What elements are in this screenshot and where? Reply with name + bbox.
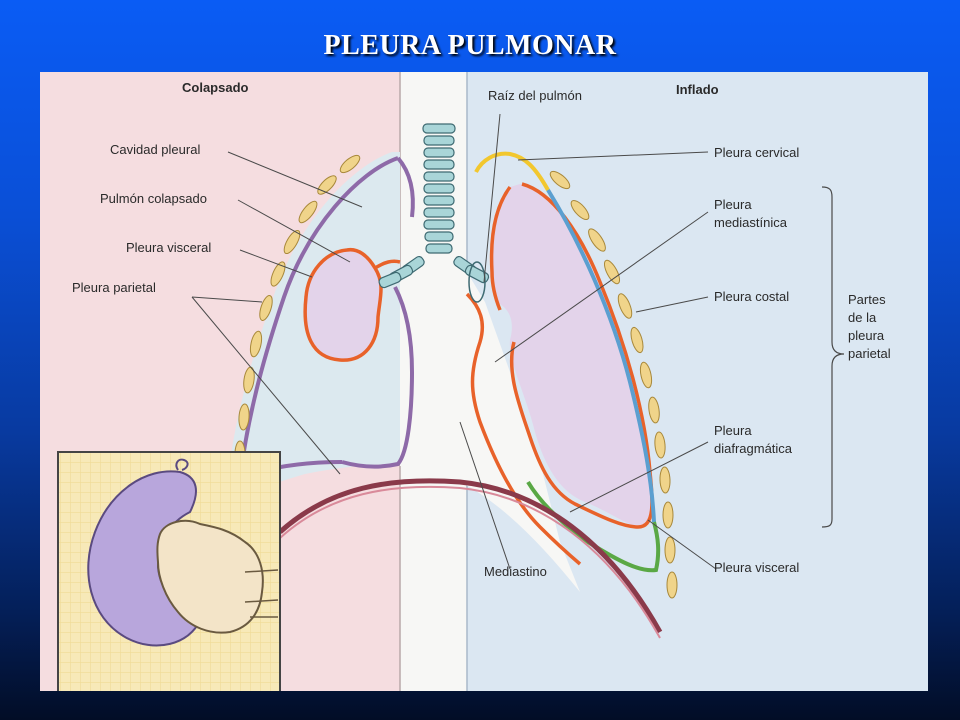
parietal-pleura-left-mediastinal [341,286,415,469]
diaphragm-highlight [279,485,661,639]
cervical-pleura [474,151,550,191]
inset-knot [175,458,189,471]
costal-pleura [546,188,656,523]
label-pleura-mediastinica-line2: mediastínica [714,215,788,230]
label-pleura-diafragmatica-line2: diafragmática [714,441,793,456]
diaphragm [278,478,663,634]
label-pleura-mediastinica-line1: Pleura [714,197,752,212]
left-panel-heading: Colapsado [182,80,249,95]
right-ribs [549,170,678,599]
visceral-pleura-right-main [509,182,654,529]
parietal-pleura-left-inner [396,156,415,218]
label-pleura-costal: Pleura costal [714,289,789,304]
lung-root-orange [465,292,582,566]
leader-lines [191,113,717,570]
inset-wrist [244,569,279,618]
label-partes-line4: parietal [848,346,891,361]
pleura-diagram: Colapsado Inflado Cavidad pleural Pulmón… [40,72,928,691]
collapsed-lung-bronchus [374,259,401,270]
label-partes-line3: pleura [848,328,885,343]
collapsed-lung [303,247,383,362]
trachea [378,123,490,289]
label-pleura-diafragmatica-line1: Pleura [714,423,752,438]
lung-root-ring [468,261,486,303]
label-pleura-visceral-left: Pleura visceral [126,240,211,255]
diagram-svg: Colapsado Inflado Cavidad pleural Pulmón… [40,72,928,691]
mediastinum-region [400,272,580,592]
label-cavidad-pleural: Cavidad pleural [110,142,200,157]
slide-title: PLEURA PULMONAR [323,30,617,61]
label-pulmon-colapsado: Pulmón colapsado [100,191,207,206]
label-pleura-cervical: Pleura cervical [714,145,799,160]
visceral-pleura-right [489,185,512,311]
inflated-lung [491,184,652,528]
label-pleura-parietal: Pleura parietal [72,280,156,295]
right-panel-heading: Inflado [676,82,719,97]
label-raiz-pulmon: Raíz del pulmón [488,88,582,103]
label-partes-line2: de la [848,310,877,325]
label-pleura-visceral-right: Pleura visceral [714,560,799,575]
label-mediastino: Mediastino [484,564,547,579]
inset-balloon-analogy [57,451,281,691]
label-partes-line1: Partes [848,292,886,307]
parietal-parts-bracket [821,186,845,528]
